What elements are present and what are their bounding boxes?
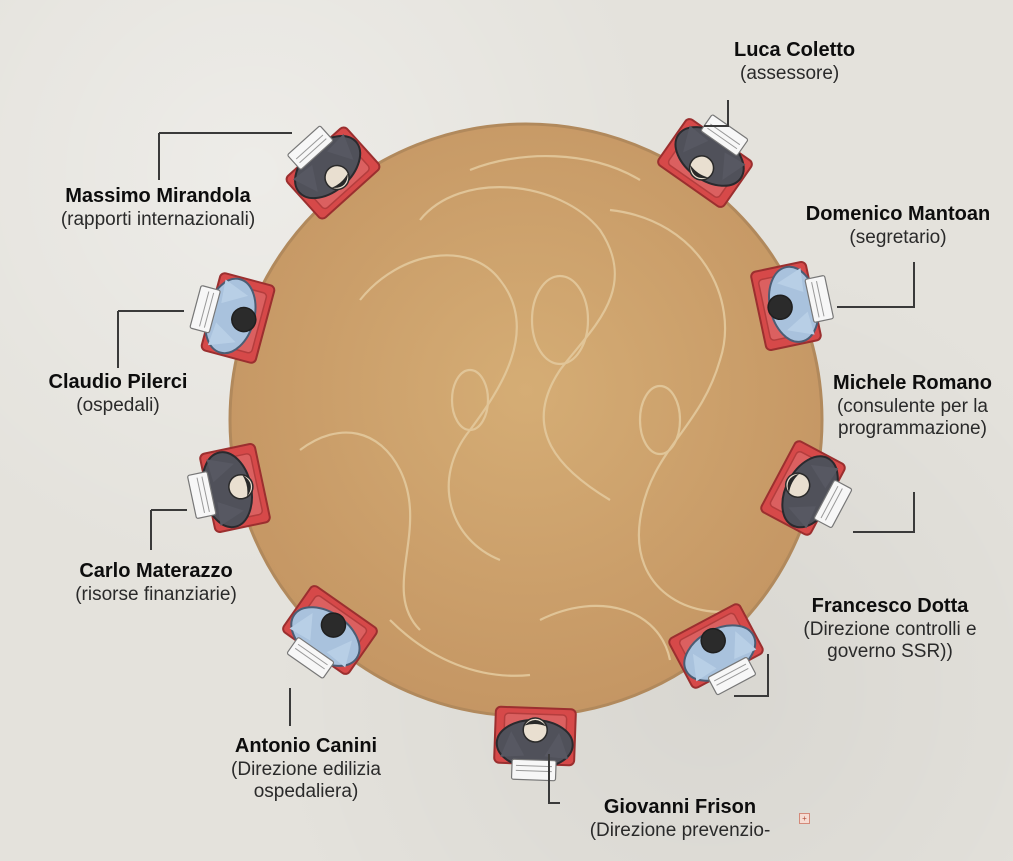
label-domenico-mantoan: Domenico Mantoan (segretario) <box>783 203 1013 249</box>
label-claudio-pilerci: Claudio Pilerci (ospedali) <box>20 371 216 417</box>
person-role-line-2: programmazione) <box>810 418 1013 440</box>
person-name: Antonio Canini <box>191 735 421 759</box>
person-name: Claudio Pilerci <box>20 371 216 395</box>
label-carlo-materazzo: Carlo Materazzo (risorse finanziarie) <box>40 560 272 606</box>
plus-icon: + <box>799 813 810 824</box>
person-name: Luca Coletto <box>734 39 855 63</box>
person-role: (risorse finanziarie) <box>40 584 272 606</box>
label-giovanni-frison: Giovanni Frison (Direzione prevenzio- <box>560 796 800 842</box>
person-role-line-2: ospedaliera) <box>191 781 421 803</box>
seat-domenico-mantoan <box>750 258 837 351</box>
label-antonio-canini: Antonio Canini (Direzione edilizia osped… <box>191 735 421 803</box>
person-role: (ospedali) <box>20 395 216 417</box>
person-name: Domenico Mantoan <box>783 203 1013 227</box>
person-name: Carlo Materazzo <box>40 560 272 584</box>
person-role: (Direzione edilizia <box>191 759 421 781</box>
person-name: Giovanni Frison <box>560 796 800 820</box>
person-name: Francesco Dotta <box>772 595 1008 619</box>
person-role: (Direzione prevenzio- <box>560 820 800 842</box>
person-role: (rapporti internazionali) <box>15 209 301 231</box>
person-name: Michele Romano <box>810 372 1013 396</box>
person-role: (segretario) <box>783 227 1013 249</box>
seat-carlo-materazzo <box>184 443 271 536</box>
person-name: Massimo Mirandola <box>15 185 301 209</box>
person-role: (assessore) <box>734 63 855 85</box>
label-francesco-dotta: Francesco Dotta (Direzione controlli e g… <box>772 595 1008 663</box>
person-role-line-2: governo SSR)) <box>772 641 1008 663</box>
label-massimo-mirandola: Massimo Mirandola (rapporti internaziona… <box>15 185 301 231</box>
person-role: (Direzione controlli e <box>772 619 1008 641</box>
seat-giovanni-frison <box>493 707 575 782</box>
label-michele-romano: Michele Romano (consulente per la progra… <box>810 372 1013 440</box>
person-role: (consulente per la <box>810 396 1013 418</box>
label-luca-coletto: Luca Coletto (assessore) <box>734 39 855 85</box>
